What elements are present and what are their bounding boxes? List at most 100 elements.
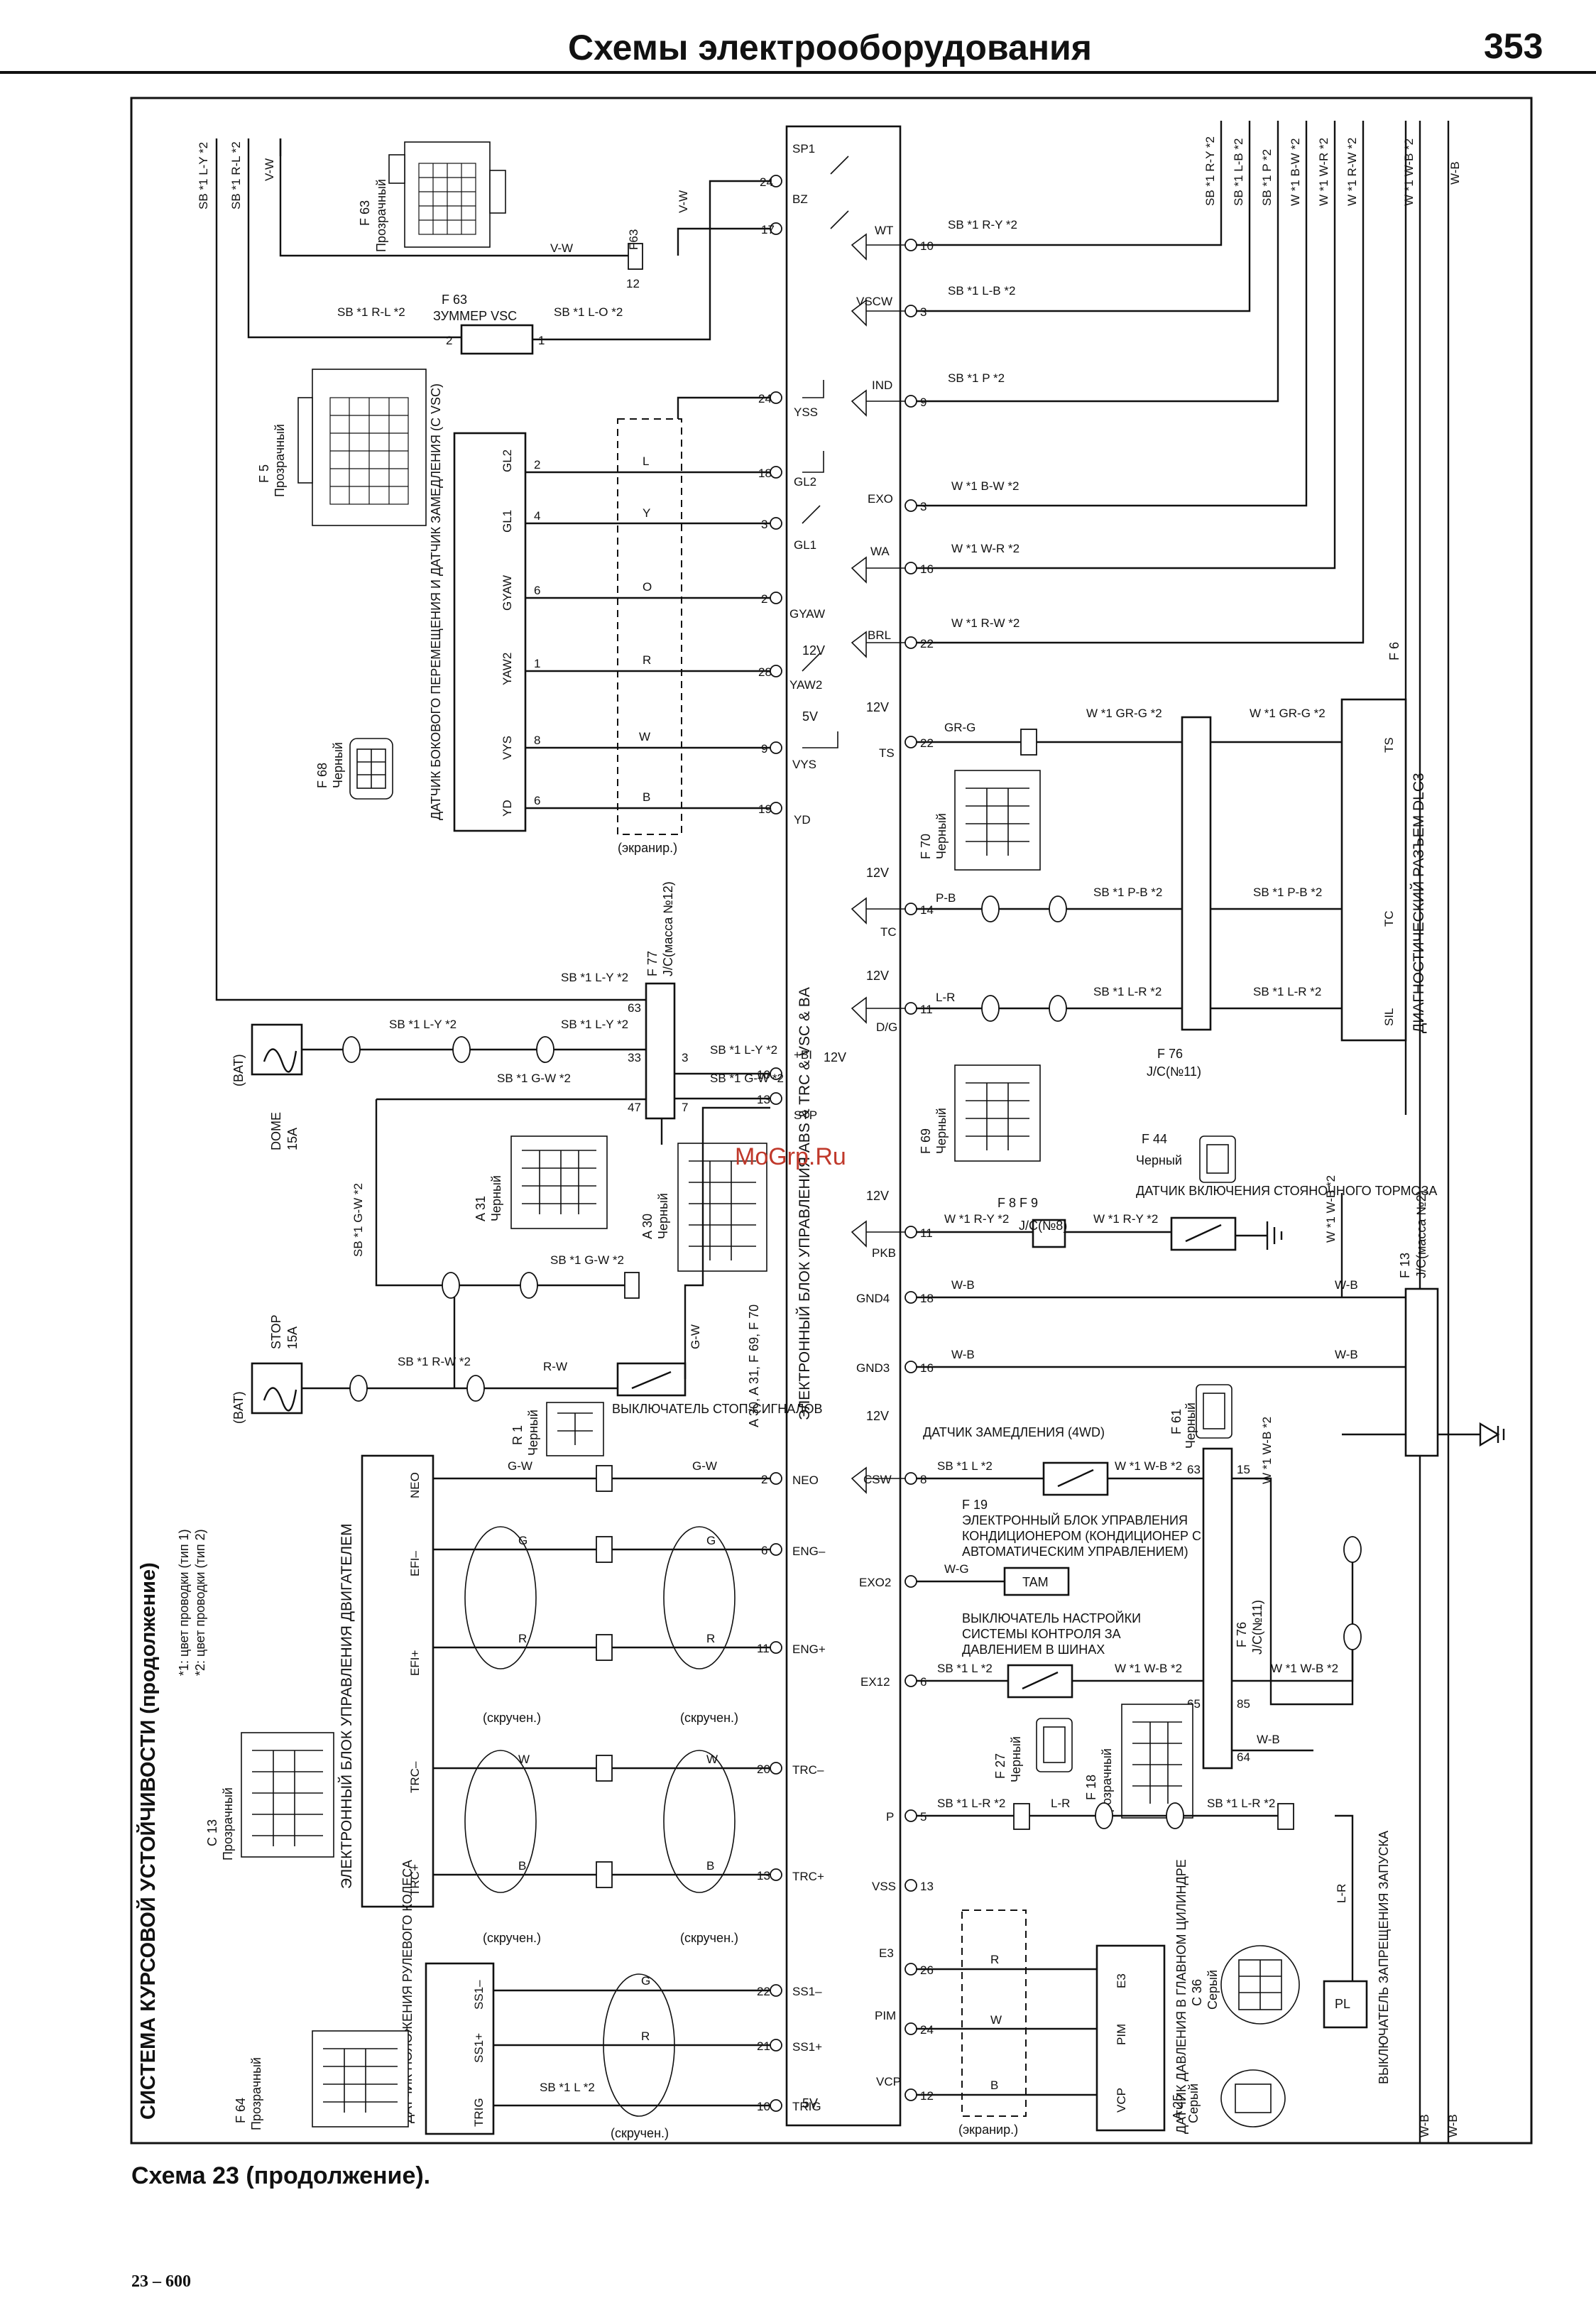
svg-text:W *1 R-W *2: W *1 R-W *2 — [1345, 138, 1359, 206]
ecu-pin-num: 9 — [920, 396, 927, 409]
conn-f69-ref: F 69 — [919, 1128, 933, 1154]
ecu-pin-name: YD — [794, 813, 811, 827]
svg-text:W *1 GR-G *2: W *1 GR-G *2 — [1086, 707, 1162, 720]
ecu-pin-name: TRC– — [792, 1763, 824, 1777]
start-inhibit-pin: PL — [1335, 1997, 1350, 2011]
ac-ecu-name-wrap: ЭЛЕКТРОННЫЙ БЛОК УПРАВЛЕНИЯ КОНДИЦИОНЕРО… — [962, 1513, 1201, 1559]
conn-f5-ref: F 5 — [257, 464, 271, 483]
start-inhibit-box — [1323, 1980, 1368, 2029]
ecu-pin-num: 20 — [757, 1763, 770, 1776]
svg-text:63: 63 — [628, 1001, 641, 1015]
svg-text:SB *1 L-B *2: SB *1 L-B *2 — [1232, 138, 1245, 206]
jc13-ref: F 13 — [1398, 1253, 1412, 1278]
ecu-pin-num: 24 — [920, 2023, 934, 2037]
svg-text:R: R — [518, 1632, 527, 1645]
svg-text:SB *1 L-Y *2: SB *1 L-Y *2 — [561, 971, 628, 984]
svg-text:O: O — [643, 580, 652, 594]
stop-fuse-name: STOP — [269, 1314, 283, 1349]
ecu-pin-num: 3 — [761, 518, 767, 531]
ecu-pin-num: 14 — [920, 903, 934, 917]
conn-f27-color: Черный — [1009, 1736, 1023, 1782]
svg-text:J/C(№11): J/C(№11) — [1250, 1600, 1264, 1655]
buzzer-box — [460, 324, 534, 355]
svg-text:63: 63 — [1187, 1463, 1201, 1476]
shield-box-2 — [961, 1909, 1027, 2117]
svg-text:R: R — [706, 1632, 715, 1645]
svg-text:F63: F63 — [627, 229, 640, 250]
conn-f5-drawing — [297, 369, 427, 526]
svg-text:G: G — [706, 1534, 716, 1547]
ecu-pin-name: +BI — [794, 1048, 812, 1062]
ecu-pin-name: EXO — [868, 492, 893, 506]
svg-text:SB *1 L-R *2: SB *1 L-R *2 — [937, 1797, 1005, 1810]
dome-fuse-supply: (BAT) — [231, 1054, 246, 1086]
ecu-pin-num: 11 — [920, 1003, 933, 1016]
ac-ecu-tam-box — [1003, 1567, 1070, 1596]
ecu-pin-num: 5 — [920, 1810, 927, 1824]
svg-text:W *1 W-B *2: W *1 W-B *2 — [1271, 1662, 1338, 1675]
svg-text:SB *1 L-Y *2: SB *1 L-Y *2 — [710, 1043, 777, 1057]
ecu-pin-name: YAW2 — [789, 678, 822, 692]
svg-text:VCP: VCP — [1115, 2088, 1128, 2113]
conn-a31-color: Черный — [489, 1175, 503, 1221]
ecu-pin-name: TRIG — [792, 2100, 821, 2113]
svg-text:15: 15 — [1237, 1463, 1250, 1476]
wire-code: SB *1 L-Y *2 — [197, 142, 210, 209]
svg-text:L: L — [643, 454, 649, 468]
conn-f61-ref: F 61 — [1169, 1409, 1184, 1434]
voltage-label: 12V — [866, 969, 889, 983]
ecu-pin-num: 2 — [761, 1473, 767, 1486]
svg-text:6: 6 — [534, 584, 540, 597]
buzzer-ref: F 63 — [442, 293, 467, 307]
buzzer-pin: 2 — [446, 334, 452, 347]
ecu-pin-num: 24 — [758, 392, 772, 405]
svg-text:EFI–: EFI– — [408, 1551, 422, 1576]
steering-wires — [493, 1989, 770, 2107]
svg-text:SIL: SIL — [1382, 1008, 1396, 1026]
yaw-sensor-wires — [525, 396, 770, 810]
svg-text:TRC–: TRC– — [408, 1761, 422, 1793]
svg-text:W *1 W-R *2: W *1 W-R *2 — [1317, 138, 1330, 206]
voltage-label: 5V — [802, 709, 818, 724]
svg-text:W-B: W-B — [1257, 1733, 1280, 1746]
svg-text:G-W: G-W — [508, 1459, 532, 1473]
conn-f63-color: Прозрачный — [374, 179, 388, 252]
ecu-pin-name: PIM — [875, 2009, 896, 2022]
right-top-wires — [917, 121, 1450, 2143]
svg-text:R: R — [641, 2030, 650, 2043]
ecu-pin-name: BRL — [868, 628, 891, 642]
svg-text:TRIG: TRIG — [472, 2098, 486, 2127]
jc8-name: J/C(№8) — [1019, 1219, 1067, 1233]
pressure-wires — [917, 1968, 1097, 2096]
voltage-label: 12V — [824, 1050, 846, 1064]
ecu-pin-num: 6 — [761, 1544, 767, 1557]
legend-note-2: *2: цвет проводки (тип 2) — [193, 1529, 207, 1676]
conn-f69-drawing — [954, 1064, 1041, 1162]
voltage-label: 12V — [866, 1189, 889, 1203]
svg-text:GR-G: GR-G — [944, 721, 975, 734]
svg-text:B: B — [706, 1859, 714, 1873]
engine-ecu-box — [361, 1454, 434, 1908]
twisted-pairs — [464, 1526, 736, 2117]
ecu-pin-name: TC — [880, 925, 897, 939]
ecu-pin-num: 19 — [758, 802, 772, 816]
pressure-sensor-box — [1095, 1944, 1166, 2132]
voltage-label: 12V — [866, 866, 889, 880]
svg-text:B: B — [518, 1859, 526, 1873]
stop-switch-color: Черный — [526, 1410, 540, 1456]
ecu-pin-num: 21 — [757, 2039, 770, 2053]
svg-text:8: 8 — [534, 734, 540, 747]
svg-text:SB *1 P-B *2: SB *1 P-B *2 — [1253, 886, 1322, 899]
jc77-name: J/C(масса №12) — [661, 881, 675, 976]
svg-text:TRC+: TRC+ — [408, 1864, 422, 1896]
ecu-pin-num: 8 — [920, 1473, 927, 1486]
legend-note-1: *1: цвет проводки (тип 1) — [177, 1529, 191, 1676]
stop-switch-name: ВЫКЛЮЧАТЕЛЬ СТОП-СИГНАЛОВ — [612, 1402, 822, 1416]
conn-f68-color: Черный — [331, 742, 345, 788]
watermark: MoGrp.Ru — [735, 1143, 846, 1170]
svg-text:47: 47 — [628, 1101, 641, 1114]
svg-text:SB *1 G-W *2: SB *1 G-W *2 — [351, 1183, 365, 1257]
conn-f44-drawing — [1199, 1135, 1236, 1183]
conn-f70-drawing — [954, 770, 1041, 871]
